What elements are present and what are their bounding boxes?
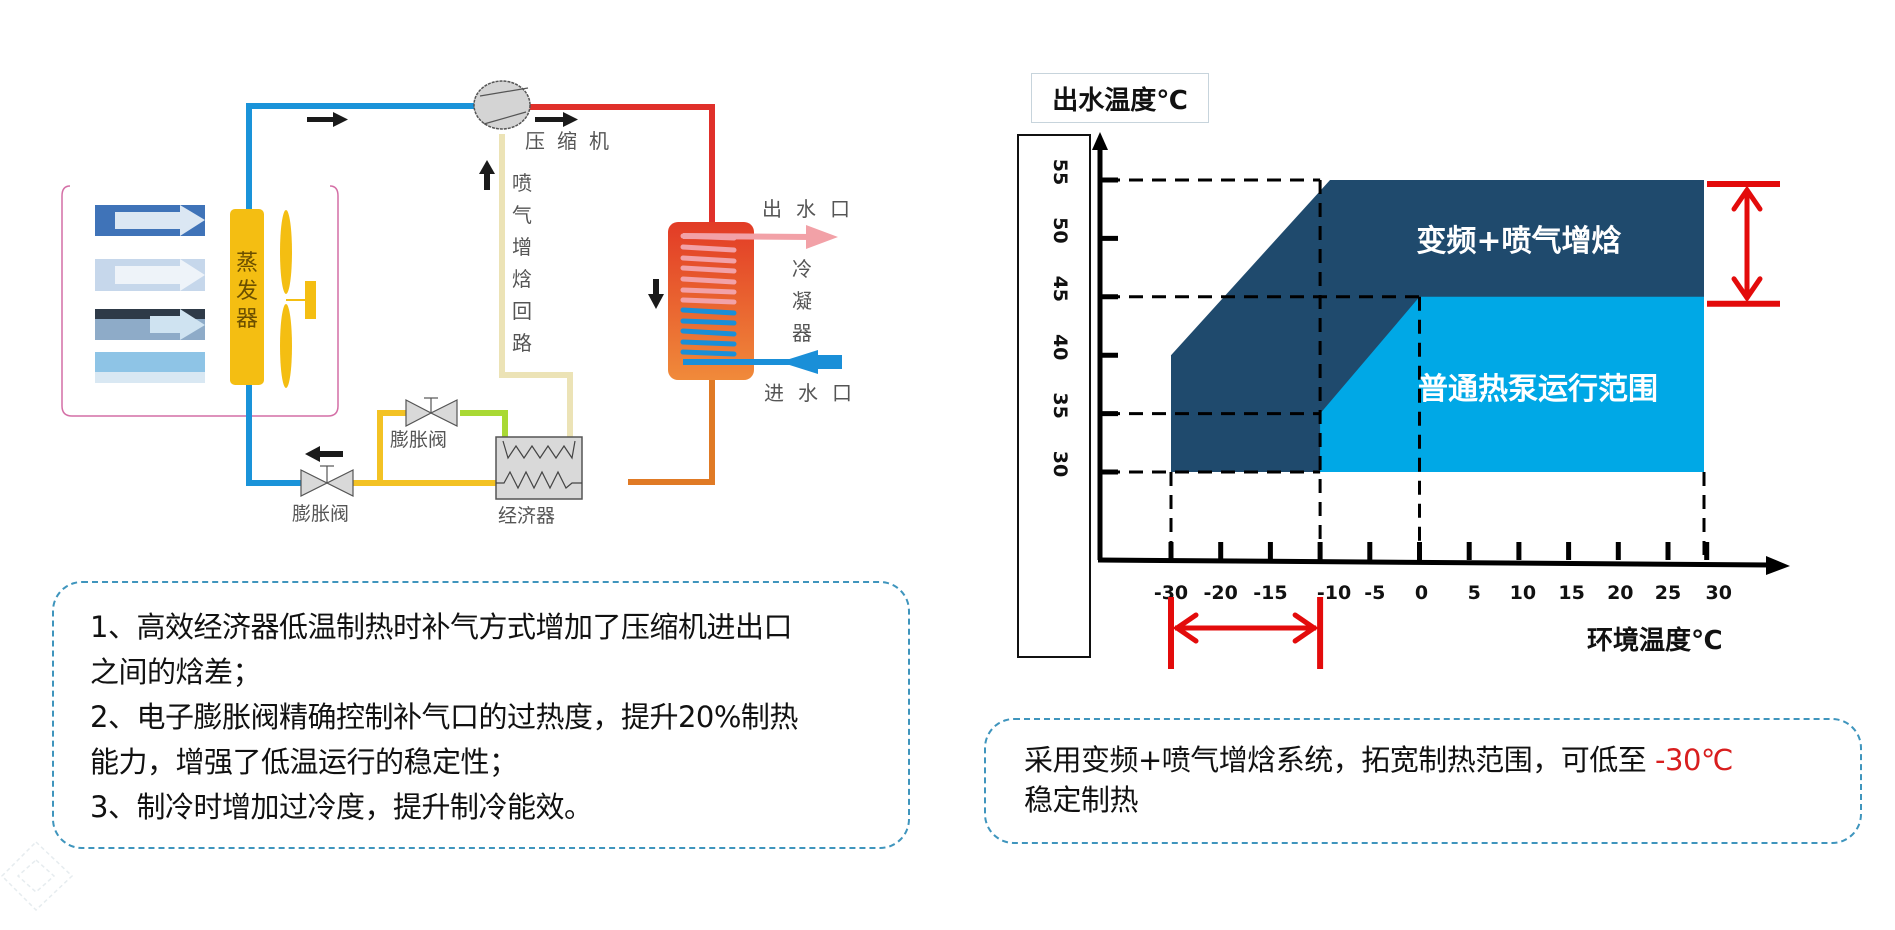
x-axis-title: 环境温度℃ <box>1587 626 1723 656</box>
x-tick-label: -30 <box>1154 582 1188 604</box>
water-outlet-label: 出水口 <box>762 197 864 221</box>
arrow-head-down-icon <box>1731 276 1763 303</box>
x-tick-label: 20 <box>1607 582 1633 604</box>
main-expansion-valve-icon <box>300 465 354 497</box>
airflow-images <box>95 205 205 383</box>
airflow-arrow-3-icon <box>150 309 205 340</box>
evaporator-frame <box>61 185 339 417</box>
summary-highlight-temp: -30℃ <box>1655 743 1733 777</box>
economizer <box>495 436 583 500</box>
flow-arrow-down-icon <box>648 279 664 309</box>
x-tick-label: 25 <box>1655 582 1681 604</box>
y-tick-label: 45 <box>1049 276 1071 302</box>
x-tick-label: 30 <box>1705 582 1731 604</box>
x-tick-label: 5 <box>1468 582 1481 604</box>
x-axis-title-wrap: 环境温度℃ <box>1587 620 1723 657</box>
flow-arrow-up-icon <box>479 160 495 190</box>
y-axis-arrow-icon <box>1092 132 1108 150</box>
evaporator-label: 蒸 发 器 <box>236 251 265 332</box>
feature-line-3: 2、电子膨胀阀精确控制补气口的过热度，提升20%制热 <box>90 700 798 734</box>
compressor-label: 压缩机 <box>525 129 621 153</box>
feature-line-5: 3、制冷时增加过冷度，提升制冷能效。 <box>90 790 593 824</box>
y-tick-label: 50 <box>1049 217 1071 243</box>
decorative-pattern-icon <box>0 840 74 912</box>
features-note-box: 1、高效经济器低温制热时补气方式增加了压缩机进出口 之间的焓差； 2、电子膨胀阀… <box>52 581 910 849</box>
airflow-arrow-1-icon <box>115 205 205 236</box>
flow-arrow-right-icon <box>307 112 348 127</box>
aux-expansion-valve-label: 膨胀阀 <box>390 429 447 451</box>
summary-note-box: 采用变频+喷气增焓系统，拓宽制热范围，可低至 -30℃ 稳定制热 <box>984 718 1862 844</box>
liquid-pipe <box>628 380 715 485</box>
evaporator-inlet-pipe <box>246 385 308 486</box>
water-outlet-arrow-icon <box>682 225 838 249</box>
aux-valve-inlet-pipe <box>377 410 412 483</box>
y-axis-title: 出水温度℃ <box>1052 85 1188 116</box>
flow-arrow-left-icon <box>305 446 343 462</box>
y-tick-label: 30 <box>1049 451 1071 477</box>
y-tick-label: 55 <box>1049 159 1071 185</box>
x-tick-label: -10 <box>1317 582 1351 604</box>
feature-line-2: 之间的焓差； <box>90 655 262 689</box>
suction-pipe <box>246 103 478 209</box>
x-tick-label: -20 <box>1204 582 1238 604</box>
flow-arrow-right-icon <box>535 112 578 127</box>
economizer-label: 经济器 <box>498 505 555 527</box>
summary-text: 采用变频+喷气增焓系统，拓宽制热范围，可低至 <box>1024 743 1647 777</box>
x-axis <box>1097 557 1771 568</box>
x-tick-label: -15 <box>1253 582 1287 604</box>
evi-loop-label: 喷 气 增 焓 回 路 <box>512 171 538 355</box>
x-tick-label: 10 <box>1510 582 1536 604</box>
arrow-head-left-icon <box>1172 612 1199 644</box>
arrow-head-up-icon <box>1731 185 1763 212</box>
airflow-arrow-2-icon <box>115 259 205 291</box>
y-tick-label-box <box>1017 134 1091 658</box>
flow-arrows <box>305 112 664 462</box>
region-label-inverter-evi: 变频+喷气增焓 <box>1416 224 1621 259</box>
evi-cycle-diagram: 蒸 发 器 压缩机 喷 气 增 焓 回 路 出水口 冷 凝 器 进水口 膨胀阀 … <box>61 80 866 527</box>
water-inlet-label: 进水口 <box>764 381 866 405</box>
aux-expansion-valve-icon <box>405 397 458 427</box>
x-tick-label: -5 <box>1364 582 1385 604</box>
evaporator <box>230 209 264 385</box>
region-label-standard-heatpump: 普通热泵运行范围 <box>1418 372 1658 407</box>
condenser-label: 冷 凝 器 <box>792 257 818 345</box>
fan-icon <box>280 210 316 388</box>
compressor-icon <box>473 80 531 130</box>
discharge-pipe <box>528 104 715 224</box>
y-tick-label: 40 <box>1049 334 1071 360</box>
x-tick-label: 15 <box>1558 582 1584 604</box>
condenser <box>668 222 754 380</box>
water-inlet-arrow-icon <box>683 350 842 374</box>
aux-valve-outlet-pipe <box>460 410 508 437</box>
summary-text-continued: 稳定制热 <box>1024 783 1139 817</box>
x-tick-label: 0 <box>1415 582 1428 604</box>
arrow-head-right-icon <box>1292 612 1319 644</box>
injection-pipe <box>499 134 573 437</box>
y-axis-title-box: 出水温度℃ <box>1031 73 1209 123</box>
feature-line-4: 能力，增强了低温运行的稳定性； <box>90 745 518 779</box>
main-expansion-valve-label: 膨胀阀 <box>292 503 349 525</box>
x-axis-arrow-icon <box>1766 556 1790 575</box>
feature-line-1: 1、高效经济器低温制热时补气方式增加了压缩机进出口 <box>90 610 792 644</box>
region-standard-heatpump <box>1320 296 1704 472</box>
y-tick-label: 35 <box>1049 392 1071 418</box>
